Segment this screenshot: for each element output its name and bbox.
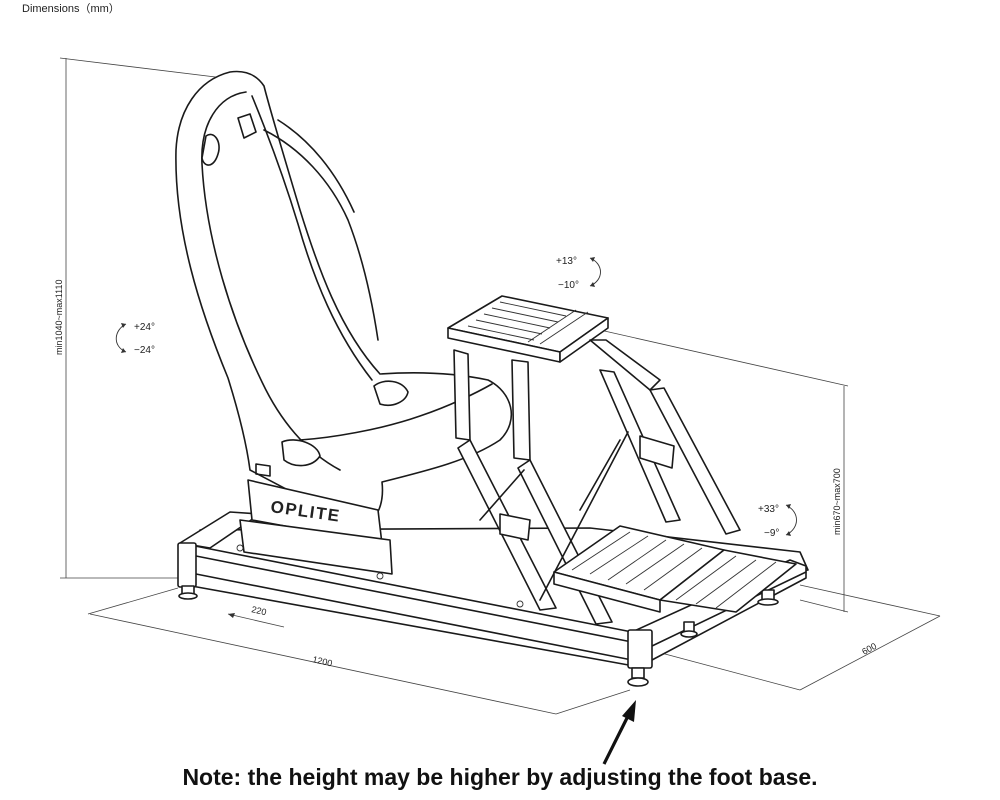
slide-label: 220 [251, 604, 268, 617]
seat-angle: +24° −24° [115, 322, 155, 356]
wheel-angle: +13° −10° [556, 256, 601, 291]
wheel-angle-up: +13° [556, 256, 577, 267]
wheel-height-dimension: min670~max700 [599, 329, 849, 613]
pedal-angle-down: −9° [764, 528, 779, 539]
length-dimension: 1200 [87, 587, 631, 715]
wheel-angle-down: −10° [558, 280, 579, 291]
wheel-height-label: min670~max700 [832, 468, 842, 535]
height-note: Note: the height may be higher by adjust… [182, 764, 818, 790]
foot [680, 621, 698, 638]
racing-seat: OPLITE [175, 70, 513, 575]
pedal-angle: +33° −9° [758, 504, 797, 539]
seat-angle-up: +24° [134, 322, 155, 333]
foot [627, 667, 649, 687]
foot [178, 585, 198, 600]
slide-dimension: 220 [227, 604, 285, 628]
height-dimension: min1040~max1110 [54, 57, 241, 579]
height-label: min1040~max1110 [54, 280, 64, 355]
width-label: 600 [860, 641, 878, 657]
width-dimension: 600 [649, 584, 941, 691]
diagram-title: Dimensions（mm） [22, 2, 120, 15]
wheel-mount [447, 295, 741, 625]
seat-angle-down: −24° [134, 345, 155, 356]
foot-base-arrow [602, 700, 636, 765]
pedal-plate [553, 525, 797, 613]
pedal-angle-up: +33° [758, 504, 779, 515]
foot [757, 589, 779, 606]
length-label: 1200 [312, 654, 334, 668]
